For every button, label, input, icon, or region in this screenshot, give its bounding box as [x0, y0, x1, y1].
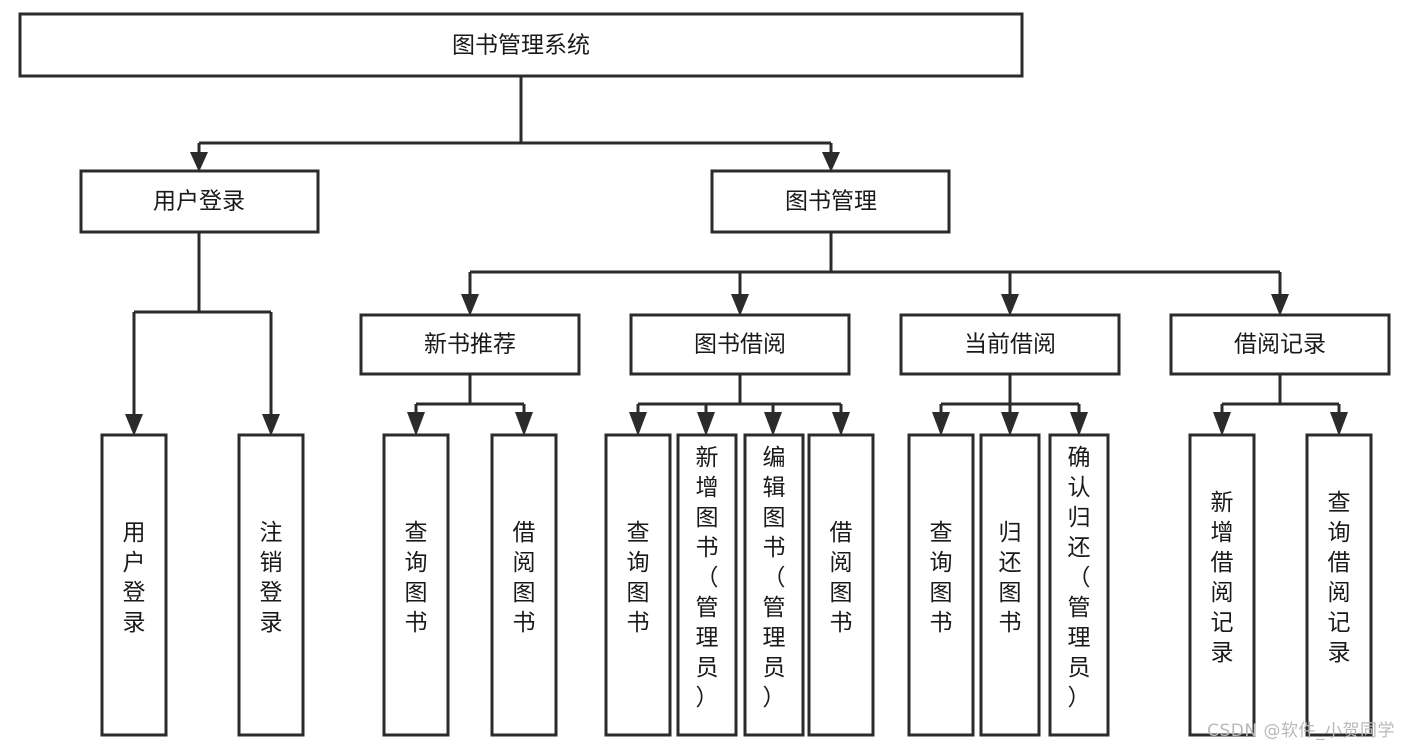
- arrow-head-leaf4: [515, 412, 533, 436]
- arrow-head-leaf11: [1070, 412, 1088, 436]
- leaf-node[interactable]: 查询图书: [604, 433, 672, 737]
- arrow-head-borrow: [731, 294, 749, 316]
- node-borrow-label: 图书借阅: [694, 332, 786, 358]
- node-current-label: 当前借阅: [964, 332, 1056, 358]
- leaf-node[interactable]: 注销登录: [237, 433, 305, 737]
- leaf-node[interactable]: 查询借阅记录: [1305, 433, 1373, 737]
- leaf-label: 新增图书（管理员）: [696, 445, 719, 711]
- arrow-head-leaf12: [1213, 412, 1231, 436]
- leaf-node[interactable]: 查询图书: [382, 433, 450, 737]
- arrow-head-record: [1271, 294, 1289, 316]
- leaf-label: 用户登录: [123, 520, 146, 636]
- arrow-head-login: [190, 152, 208, 172]
- node-root-box[interactable]: [18, 12, 1024, 78]
- node-login-label: 用户登录: [153, 189, 245, 215]
- arrow-head-leaf9: [932, 412, 950, 436]
- leaf-label: 借阅图书: [513, 520, 536, 636]
- edge-layer: [125, 76, 1348, 436]
- leaf-label: 新增借阅记录: [1211, 490, 1234, 666]
- arrow-head-newbook: [461, 294, 479, 316]
- arrow-head-leaf8: [832, 412, 850, 436]
- node-borrow-box[interactable]: [629, 313, 851, 376]
- leaf-label: 查询图书: [405, 520, 428, 636]
- arrow-head-leaf13: [1330, 412, 1348, 436]
- arrow-head-leaf3: [407, 412, 425, 436]
- leaf-box[interactable]: [100, 433, 168, 737]
- node-newbook-label: 新书推荐: [424, 332, 516, 358]
- leaf-node[interactable]: 用户登录: [100, 433, 168, 737]
- arrow-head-leaf7: [764, 412, 782, 436]
- arrow-head-bookmgmt: [822, 152, 840, 172]
- leaf-node[interactable]: 编辑图书（管理员）: [743, 433, 805, 737]
- leaf-label: 借阅图书: [830, 520, 853, 636]
- leaf-box[interactable]: [1048, 433, 1110, 737]
- leaf-box[interactable]: [743, 433, 805, 737]
- node-newbook-box[interactable]: [359, 313, 581, 376]
- node-bookmgmt-label: 图书管理: [785, 189, 877, 215]
- node-current[interactable]: 当前借阅: [899, 313, 1121, 376]
- leaf-node[interactable]: 新增借阅记录: [1188, 433, 1256, 737]
- leaf-node[interactable]: 查询图书: [907, 433, 975, 737]
- leaf-label: 确认归还（管理员）: [1068, 445, 1091, 711]
- arrow-head-current: [1001, 294, 1019, 316]
- leaf-box[interactable]: [604, 433, 672, 737]
- leaf-box[interactable]: [237, 433, 305, 737]
- leaf-box[interactable]: [382, 433, 450, 737]
- node-borrow[interactable]: 图书借阅: [629, 313, 851, 376]
- node-bookmgmt[interactable]: 图书管理: [710, 169, 951, 234]
- leaf-label: 编辑图书（管理员）: [763, 445, 786, 711]
- arrow-head-leaf5: [629, 412, 647, 436]
- arrow-head-leaf10: [1001, 412, 1019, 436]
- leaf-node[interactable]: 借阅图书: [807, 433, 875, 737]
- node-login[interactable]: 用户登录: [79, 169, 320, 234]
- node-newbook[interactable]: 新书推荐: [359, 313, 581, 376]
- node-root[interactable]: 图书管理系统: [18, 12, 1024, 78]
- leaf-label: 注销登录: [260, 520, 283, 636]
- leaf-box[interactable]: [676, 433, 738, 737]
- arrow-head-leaf6: [697, 412, 715, 436]
- leaf-node[interactable]: 借阅图书: [490, 433, 558, 737]
- node-bookmgmt-box[interactable]: [710, 169, 951, 234]
- leaf-box[interactable]: [490, 433, 558, 737]
- node-record-label: 借阅记录: [1234, 332, 1326, 358]
- leaf-box[interactable]: [907, 433, 975, 737]
- node-record-box[interactable]: [1169, 313, 1391, 376]
- leaf-box[interactable]: [1188, 433, 1256, 737]
- leaf-label: 归还图书: [999, 520, 1022, 636]
- node-root-label: 图书管理系统: [452, 33, 590, 59]
- arrow-head-leaf2: [262, 414, 280, 436]
- leaf-label: 查询图书: [627, 520, 650, 636]
- node-record[interactable]: 借阅记录: [1169, 313, 1391, 376]
- leaf-node[interactable]: 新增图书（管理员）: [676, 433, 738, 737]
- leaf-node[interactable]: 确认归还（管理员）: [1048, 433, 1110, 737]
- leaf-label: 查询图书: [930, 520, 953, 636]
- leaf-box[interactable]: [1305, 433, 1373, 737]
- leaf-box[interactable]: [979, 433, 1041, 737]
- node-login-box[interactable]: [79, 169, 320, 234]
- arrow-head-leaf1: [125, 414, 143, 436]
- node-current-box[interactable]: [899, 313, 1121, 376]
- leaf-node[interactable]: 归还图书: [979, 433, 1041, 737]
- leaf-label: 查询借阅记录: [1328, 490, 1351, 666]
- leaf-box[interactable]: [807, 433, 875, 737]
